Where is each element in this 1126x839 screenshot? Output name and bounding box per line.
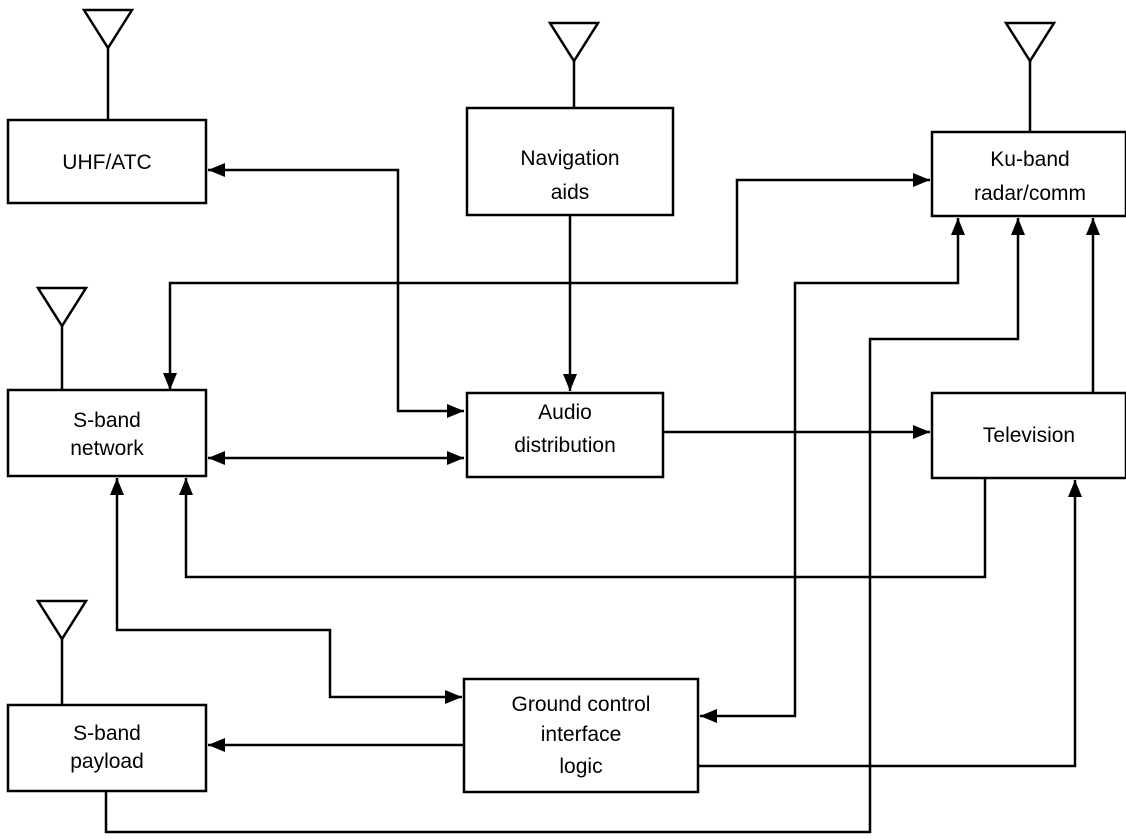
s-band-network-ku-band-link xyxy=(163,173,930,390)
s-band-network-ground-control-link-line xyxy=(115,478,462,699)
navigation-aids-antenna-icon-element xyxy=(547,21,601,64)
s-band-network-label-line-1: S-band xyxy=(73,409,141,432)
television-block: Television xyxy=(930,391,1126,480)
uhf-atc-antenna-icon xyxy=(81,8,135,120)
s-band-network-ground-control-link xyxy=(110,478,462,704)
television-s-band-network-link-arrowhead xyxy=(179,478,193,495)
ku-band-antenna-icon xyxy=(1003,21,1057,132)
s-band-payload-block: S-band payload xyxy=(6,703,208,793)
s-band-network-ku-band-link-arrowhead xyxy=(163,373,177,390)
ground-control-s-band-payload-link xyxy=(208,738,463,752)
s-band-payload-label-line-1: S-band xyxy=(73,722,141,745)
navigation-audio-link-arrowhead xyxy=(563,374,577,391)
s-band-network-audio-link-arrowhead xyxy=(447,451,464,465)
navigation-aids-label-line-2: aids xyxy=(551,181,590,204)
ground-control-interface-logic-block: Ground control interface logic xyxy=(462,677,700,794)
ku-band-antenna-icon-element xyxy=(1003,21,1057,64)
navigation-aids-label-line-1: Navigation xyxy=(520,147,619,170)
s-band-network-antenna-icon-element xyxy=(35,286,89,329)
ku-band-label-line-2: radar/comm xyxy=(974,182,1086,205)
ground-control-s-band-payload-link-arrowhead xyxy=(208,738,225,752)
navigation-audio-link xyxy=(563,216,577,391)
audio-television-link-arrowhead xyxy=(913,425,930,439)
ground-control-label-line-1: Ground control xyxy=(512,693,651,716)
s-band-network-ground-control-link-arrowhead xyxy=(110,478,124,495)
ground-control-ku-band-link-line xyxy=(700,218,960,718)
uhf-atc-antenna-icon-element xyxy=(81,8,135,51)
s-band-network-audio-link-arrowhead xyxy=(208,451,225,465)
television-label: Television xyxy=(983,424,1075,447)
navigation-aids-block: Navigation aids xyxy=(465,106,675,217)
audio-distribution-label-line-1: Audio xyxy=(538,401,592,424)
connection-lines xyxy=(104,163,1100,834)
television-ku-band-link-arrowhead xyxy=(1086,218,1100,235)
audio-uhf-atc-link xyxy=(208,163,464,418)
audio-uhf-atc-link-line xyxy=(208,168,464,413)
ground-control-label-line-2: interface xyxy=(541,723,622,746)
s-band-network-ku-band-link-arrowhead xyxy=(913,173,930,187)
s-band-payload-ku-band-link-line xyxy=(104,218,1020,834)
s-band-payload-antenna-icon-element xyxy=(35,599,89,642)
s-band-payload-ku-band-link-arrowhead xyxy=(1011,218,1025,235)
ground-control-ku-band-link-arrowhead xyxy=(951,218,965,235)
blocks: UHF/ATC Navigation aids Ku-band radar/co… xyxy=(6,106,1126,794)
audio-uhf-atc-link-arrowhead xyxy=(447,404,464,418)
s-band-network-antenna-icon xyxy=(35,286,89,390)
audio-distribution-label-line-2: distribution xyxy=(514,434,616,457)
audio-distribution-block: Audio distribution xyxy=(465,391,665,479)
ground-control-label-line-3: logic xyxy=(559,755,602,778)
s-band-payload-ku-band-link xyxy=(104,218,1025,834)
s-band-network-ku-band-link-line xyxy=(168,178,930,390)
television-ku-band-link xyxy=(1086,218,1100,392)
ground-control-television-link-line xyxy=(699,480,1077,768)
s-band-payload-antenna-icon xyxy=(35,599,89,705)
s-band-network-block: S-band network xyxy=(6,388,208,478)
s-band-network-ground-control-link-arrowhead xyxy=(445,690,462,704)
uhf-atc-block: UHF/ATC xyxy=(6,118,208,205)
antennas xyxy=(35,8,1057,705)
television-s-band-network-link xyxy=(179,478,987,579)
s-band-payload-label-line-2: payload xyxy=(70,750,144,773)
television-s-band-network-link-line xyxy=(184,478,987,579)
s-band-network-label-line-2: network xyxy=(70,437,144,460)
ku-band-radar-comm-block: Ku-band radar/comm xyxy=(930,130,1126,218)
audio-uhf-atc-link-arrowhead xyxy=(208,163,225,177)
ground-control-television-link xyxy=(699,480,1082,768)
ground-control-television-link-arrowhead xyxy=(1068,480,1082,497)
ground-control-ku-band-link-arrowhead xyxy=(700,709,717,723)
ku-band-label-line-1: Ku-band xyxy=(990,148,1069,171)
uhf-atc-label: UHF/ATC xyxy=(62,151,151,174)
navigation-aids-antenna-icon xyxy=(547,21,601,108)
ground-control-ku-band-link xyxy=(700,218,965,723)
s-band-network-audio-link xyxy=(208,451,464,465)
audio-television-link xyxy=(664,425,930,439)
